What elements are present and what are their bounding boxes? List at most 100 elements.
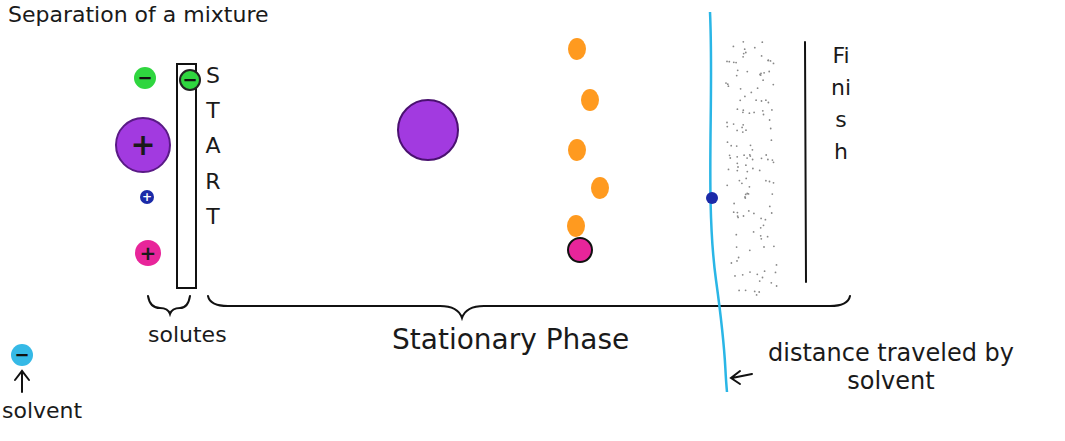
stipple-dot <box>727 83 729 85</box>
stipple-dot <box>770 282 772 284</box>
charge-sign: − <box>137 69 152 87</box>
solutes-label: solutes <box>148 322 227 347</box>
stipple-dot <box>728 85 730 87</box>
stipple-dot <box>739 180 741 182</box>
stipple-dot <box>760 238 762 240</box>
stipple-dot <box>726 126 728 128</box>
stipple-dot <box>769 206 771 208</box>
stipple-dot <box>726 122 728 124</box>
stipple-dot <box>773 182 775 184</box>
stipple-dot <box>765 154 767 156</box>
stipple-dot <box>742 41 744 43</box>
stipple-dot <box>744 96 746 98</box>
stipple-dot <box>742 56 744 58</box>
stipple-dot <box>737 108 739 110</box>
title: Separation of a mixture <box>8 2 269 27</box>
stipple-dot <box>770 128 772 130</box>
stipple-dot <box>733 211 735 213</box>
stipple-dot <box>736 75 738 77</box>
stipple-dot <box>738 290 740 292</box>
stipple-dot <box>753 231 755 233</box>
stipple-dot <box>772 159 774 161</box>
stipple-dot <box>762 79 764 81</box>
stipple-dot <box>731 262 733 264</box>
stipple-dot <box>738 257 740 259</box>
stipple-dot <box>741 127 743 129</box>
stipple-dot <box>744 197 746 199</box>
stipple-dot <box>752 149 754 151</box>
stipple-dot <box>743 53 745 55</box>
stipple-dot <box>756 273 758 275</box>
stipple-dot <box>743 154 745 156</box>
stipple-dot <box>745 289 747 291</box>
stipple-dot <box>763 72 765 74</box>
stipple-dot <box>775 272 777 274</box>
charge-sign: − <box>182 71 197 89</box>
stipple-dot <box>745 194 747 196</box>
stipple-dot <box>771 109 773 111</box>
stipple-dot <box>773 245 775 247</box>
stipple-dot <box>760 74 762 76</box>
stipple-dot <box>749 186 751 188</box>
anion-on-start: − <box>179 69 201 91</box>
charge-sign: + <box>142 191 152 203</box>
stipple-dot <box>749 271 751 273</box>
stipple-dot <box>764 270 766 272</box>
stipple-dot <box>752 168 754 170</box>
stipple-dot <box>748 193 750 195</box>
solutes-bracket <box>148 296 190 314</box>
stipple-dot <box>736 260 738 262</box>
stipple-dot <box>761 100 763 102</box>
stipple-dot <box>756 294 758 296</box>
wet-region-stipple <box>725 41 777 296</box>
stipple-dot <box>765 99 767 101</box>
finish-line <box>805 42 806 282</box>
stipple-dot <box>767 236 769 238</box>
stipple-dot <box>730 145 732 147</box>
stipple-dot <box>742 274 744 276</box>
stipple-dot <box>755 99 757 101</box>
stipple-dot <box>768 102 770 104</box>
stipple-dot <box>728 169 730 171</box>
stipple-dot <box>760 235 762 237</box>
stipple-dot <box>749 154 751 156</box>
stipple-dot <box>727 141 729 143</box>
blue-spot <box>706 192 718 204</box>
stipple-dot <box>728 61 730 63</box>
stipple-dot <box>736 156 738 158</box>
stipple-dot <box>767 159 769 161</box>
large-cation-solute: + <box>115 117 171 173</box>
stipple-dot <box>745 164 747 166</box>
stipple-dot <box>736 130 738 132</box>
stipple-dot <box>735 62 737 64</box>
stipple-dot <box>737 166 739 168</box>
stipple-dot <box>745 178 747 180</box>
stipple-dot <box>762 277 764 279</box>
stationary-phase-label: Stationary Phase <box>392 324 629 356</box>
distance-arrow <box>731 371 752 384</box>
stipple-dot <box>736 170 738 172</box>
stipple-dot <box>733 61 735 63</box>
stipple-dot <box>750 144 752 146</box>
stipple-dot <box>742 131 744 133</box>
stipple-dot <box>742 109 744 111</box>
pink-cation-solute: + <box>135 240 161 266</box>
stipple-dot <box>776 285 778 287</box>
stipple-dot <box>759 170 761 172</box>
stipple-dot <box>753 213 755 215</box>
stipple-dot <box>763 246 765 248</box>
stipple-dot <box>765 219 767 221</box>
stipple-dot <box>763 224 765 226</box>
stipple-dot <box>765 180 767 182</box>
purple-spot <box>398 100 458 160</box>
stipple-dot <box>733 46 735 48</box>
stipple-dot <box>726 61 728 63</box>
stipple-dot <box>749 112 751 114</box>
stipple-dot <box>734 275 736 277</box>
stipple-dot <box>753 112 755 114</box>
solvent-arrow <box>15 371 29 392</box>
stipple-dot <box>771 193 773 195</box>
stipple-dot <box>740 88 742 90</box>
stipple-dot <box>729 157 731 159</box>
stipple-dot <box>771 139 773 141</box>
